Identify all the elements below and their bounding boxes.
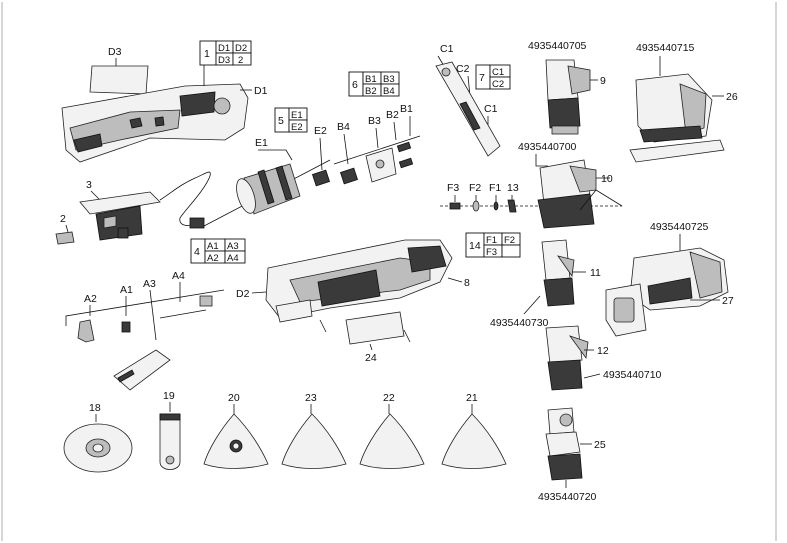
accessory-22-sanding-sheet: 22	[359, 392, 425, 469]
label-c1-top: C1	[440, 43, 454, 55]
part-number-26: 4935440715	[636, 42, 695, 54]
attachment-25: 25 4935440720	[538, 407, 606, 503]
kit-table-4-id: 4	[194, 246, 200, 258]
label-21: 21	[466, 392, 478, 404]
kit-table-6-cell: B3	[383, 74, 395, 85]
label-d1: D1	[254, 85, 268, 97]
attachment-26: 4935440715 26	[629, 42, 738, 163]
kit-table-14-cell: F1	[486, 235, 497, 246]
attachment-9: 4935440705 9	[528, 40, 606, 135]
kit-table-6-id: 6	[352, 79, 358, 91]
label-18: 18	[89, 402, 101, 414]
lock-lever-c: C1 C2 C1	[435, 43, 501, 157]
label-b3: B3	[368, 115, 381, 127]
part-2-clip: 2	[55, 213, 75, 245]
label-d3: D3	[108, 46, 122, 58]
label-plate-d3: D3	[89, 46, 149, 95]
kit-table-14-cell: F3	[486, 247, 497, 258]
kit-table-7-cell: C2	[492, 79, 504, 90]
accessory-23-sanding-sheet: 23	[281, 392, 347, 469]
kit-table-14: 14 F1 F2 F3	[465, 232, 521, 258]
housing-half-d2: D2 8 24	[236, 239, 470, 364]
label-b4: B4	[337, 121, 350, 133]
label-9: 9	[600, 75, 606, 87]
label-12: 12	[597, 345, 609, 357]
kit-table-5-cell: E2	[291, 122, 303, 133]
part-number-10: 4935440700	[518, 141, 577, 153]
label-f1: F1	[489, 182, 501, 194]
motor-assembly-e: E1 E2	[203, 125, 331, 227]
label-26: 26	[726, 91, 738, 103]
label-2: 2	[60, 213, 66, 225]
label-f3: F3	[447, 182, 459, 194]
label-19: 19	[163, 390, 175, 402]
kit-table-6-cell: B2	[365, 86, 377, 97]
kit-table-14-cell: F2	[504, 235, 515, 246]
label-27: 27	[722, 295, 734, 307]
label-24: 24	[365, 352, 377, 364]
label-22: 22	[383, 392, 395, 404]
part-number-9: 4935440705	[528, 40, 587, 52]
kit-table-1-cell: 2	[238, 55, 243, 66]
kit-table-5-id: 5	[278, 115, 284, 127]
kit-table-6-cell: B4	[383, 86, 395, 97]
kit-table-1: 1 D1 D2 D3 2	[199, 40, 252, 66]
label-20: 20	[228, 392, 240, 404]
attachment-27: 4935440725 27	[605, 221, 734, 337]
part-number-12: 4935440710	[603, 369, 662, 381]
part-number-11: 4935440730	[490, 317, 549, 329]
housing-half-d1: D1	[61, 65, 268, 163]
label-25: 25	[594, 439, 606, 451]
kit-table-6: 6 B1 B3 B2 B4	[348, 71, 400, 97]
kit-table-5-cell: E1	[291, 110, 303, 121]
label-d2: D2	[236, 288, 250, 300]
label-8: 8	[464, 277, 470, 289]
kit-table-1-cell: D3	[218, 55, 230, 66]
attachment-12: 12 4935440710	[545, 325, 662, 391]
label-c2: C2	[456, 63, 470, 75]
kit-table-4-cell: A3	[227, 241, 239, 252]
parts-a-group: A2 A1 A3 A4	[65, 270, 225, 391]
label-e1: E1	[255, 137, 268, 149]
label-23: 23	[305, 392, 317, 404]
label-a4: A4	[172, 270, 185, 282]
label-a2: A2	[84, 293, 97, 305]
kit-table-14-id: 14	[469, 240, 481, 252]
label-10: 10	[601, 173, 613, 185]
label-b2: B2	[386, 109, 399, 121]
label-b1: B1	[400, 103, 413, 115]
label-c1-right: C1	[484, 103, 498, 115]
label-a1: A1	[120, 284, 133, 296]
kit-table-7-id: 7	[479, 72, 485, 84]
accessory-20-sanding-pad: 20	[203, 392, 269, 469]
kit-table-1-cell: D1	[218, 43, 230, 54]
accessory-21-sanding-sheet: 21	[441, 392, 507, 469]
accessory-18-cutting-disc: 18	[63, 402, 133, 473]
kit-table-6-cell: B1	[365, 74, 377, 85]
kit-table-4: 4 A1 A3 A2 A4	[190, 238, 246, 264]
part-number-25: 4935440720	[538, 491, 597, 503]
label-3: 3	[86, 179, 92, 191]
part-number-27: 4935440725	[650, 221, 709, 233]
attachment-11: 11 4935440730	[490, 239, 601, 329]
attachment-10: 4935440700 10	[518, 141, 623, 229]
kit-table-4-cell: A4	[227, 253, 239, 264]
kit-table-4-cell: A1	[207, 241, 219, 252]
switch-assembly-3: 3	[79, 171, 211, 241]
label-f2: F2	[469, 182, 481, 194]
label-13: 13	[507, 182, 519, 194]
kit-table-4-cell: A2	[207, 253, 219, 264]
kit-table-1-id: 1	[204, 48, 210, 60]
gear-parts-b: B4 B3 B2 B1	[333, 103, 421, 185]
accessory-19-plunge-blade: 19	[159, 390, 181, 470]
label-11: 11	[590, 267, 601, 279]
kit-table-1-cell: D2	[235, 43, 247, 54]
kit-table-5: 5 E1 E2	[274, 107, 308, 133]
kit-table-7-cell: C1	[492, 67, 504, 78]
label-e2: E2	[314, 125, 327, 137]
kit-table-7: 7 C1 C2	[475, 64, 511, 90]
label-a3: A3	[143, 278, 156, 290]
